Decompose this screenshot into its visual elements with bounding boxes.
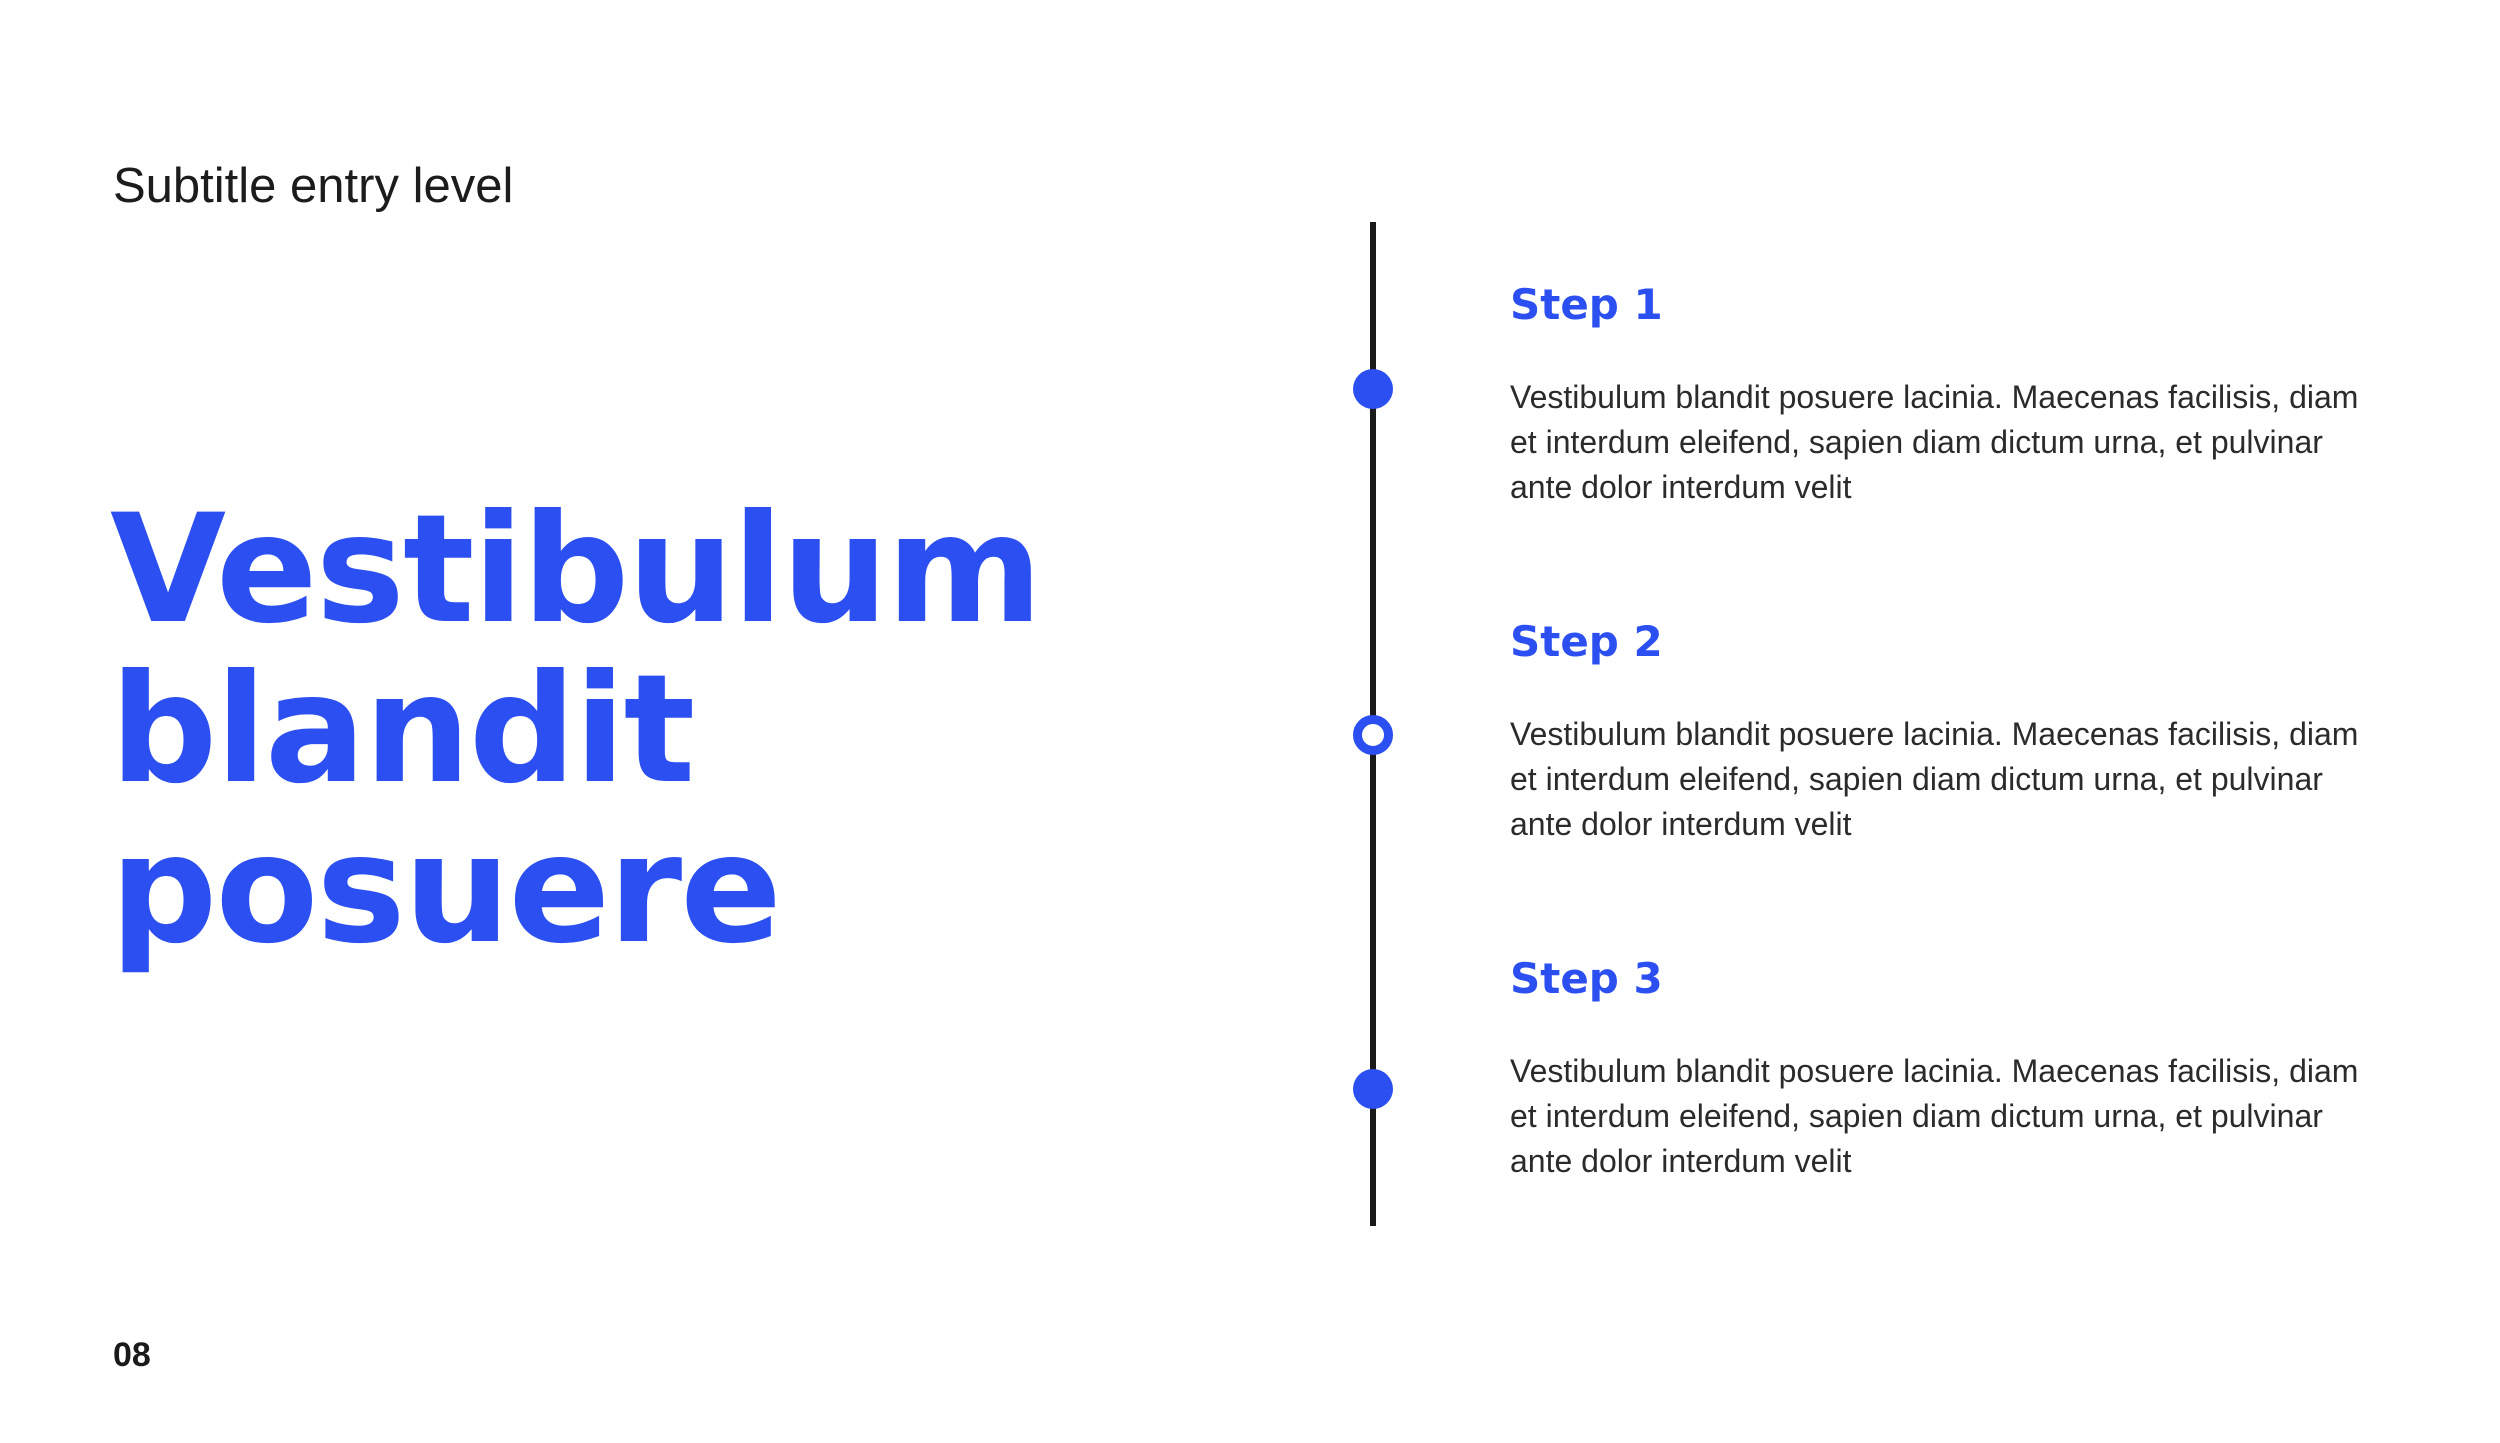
step-3-body: Vestibulum blandit posuere lacinia. Maec… xyxy=(1510,1053,2359,1179)
step-3-title: Step 3 xyxy=(1510,954,1663,1003)
title-line-2: blandit xyxy=(110,643,695,817)
filled-dot-icon xyxy=(1353,369,1393,409)
page-number: 08 xyxy=(113,1336,151,1374)
filled-dot-icon xyxy=(1353,1069,1393,1109)
step-1-title: Step 1 xyxy=(1510,280,1663,329)
step-2-body: Vestibulum blandit posuere lacinia. Maec… xyxy=(1510,716,2359,842)
title-line-3: posuere xyxy=(110,803,782,977)
title-line-1: Vestibulum xyxy=(110,483,1043,657)
step-2-title: Step 2 xyxy=(1510,617,1663,666)
subtitle: Subtitle entry level xyxy=(113,159,514,213)
slide-title: Vestibulum blandit posuere xyxy=(110,490,1210,970)
ring-dot-icon xyxy=(1353,715,1393,755)
step-1-body: Vestibulum blandit posuere lacinia. Maec… xyxy=(1510,379,2359,505)
